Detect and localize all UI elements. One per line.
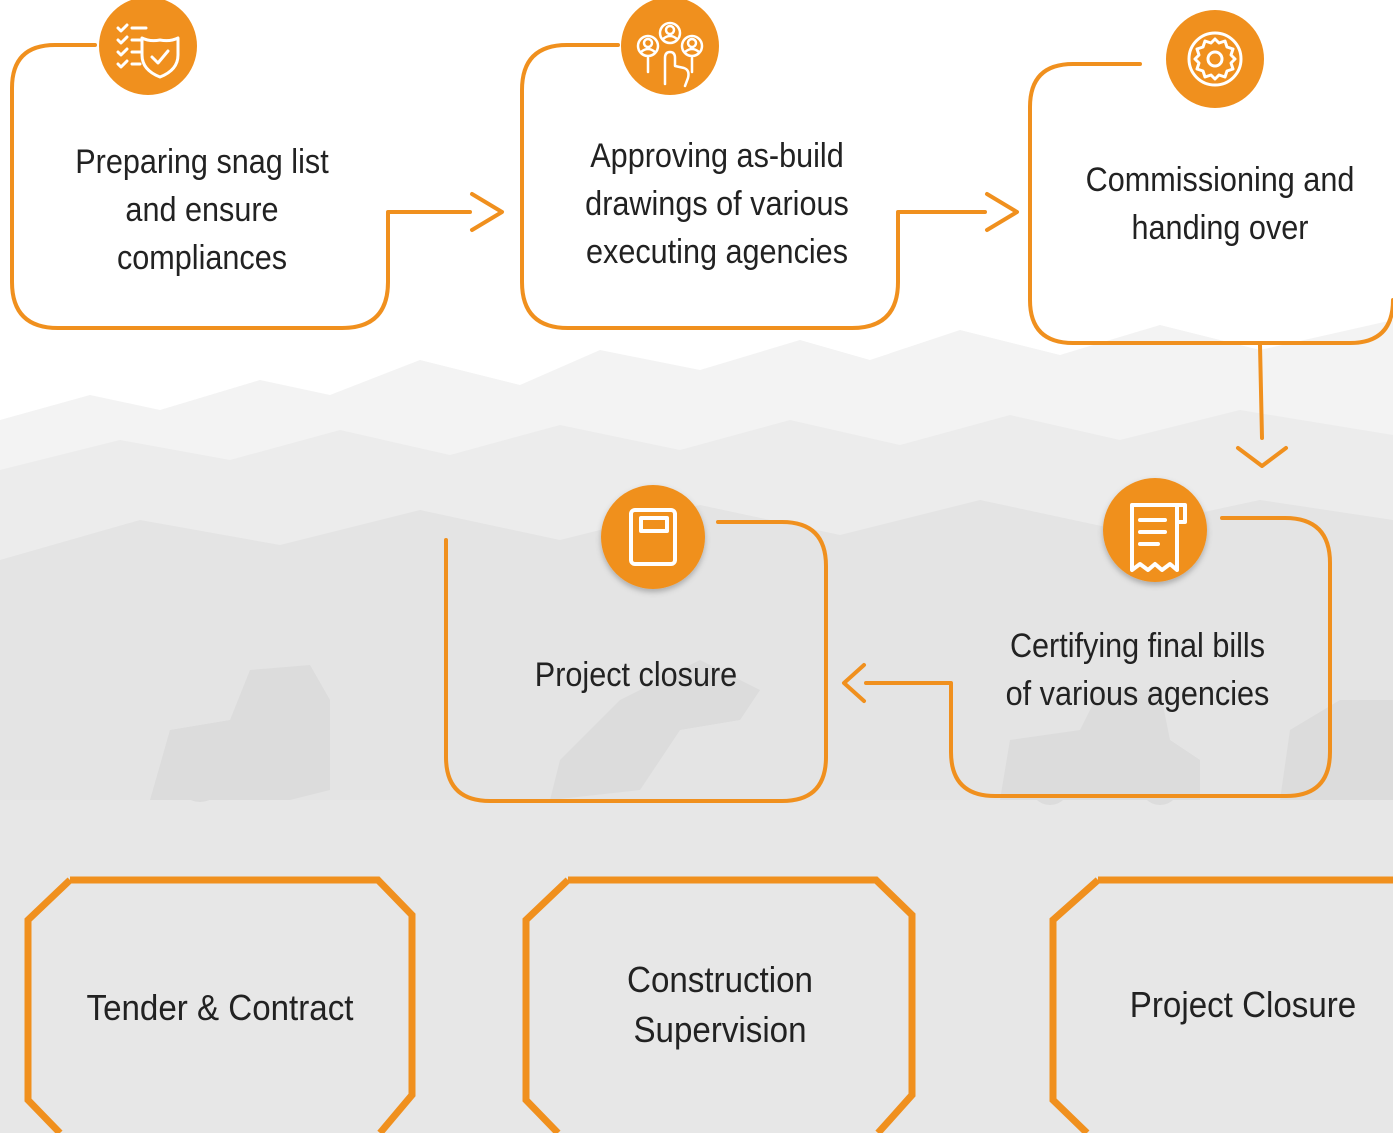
step-2-label: Approving as-build drawings of various e… <box>585 137 849 271</box>
step-3-label: Commissioning and handing over <box>1085 161 1355 247</box>
phase-box-construction <box>522 876 916 1133</box>
step-1-box <box>10 43 472 330</box>
step-4-box <box>864 516 1332 798</box>
checklist-shield-icon <box>99 0 197 95</box>
step-5-box <box>444 520 828 803</box>
phase-label-construction: Construction Supervision <box>627 959 813 1050</box>
step-1-label: Preparing snag list and ensure complianc… <box>75 143 329 277</box>
receipt-icon <box>1103 478 1207 582</box>
step-2-box <box>520 43 987 330</box>
step-3-box <box>1028 62 1393 345</box>
gear-cycle-icon <box>1166 10 1264 108</box>
phase-label-closure: Project Closure <box>1129 984 1357 1025</box>
arrow-2 <box>985 192 1019 232</box>
arrow-1 <box>470 192 504 232</box>
step-5-label: Project closure <box>534 656 738 694</box>
book-icon <box>601 485 705 589</box>
people-touch-icon <box>621 0 719 95</box>
arrow-4 <box>842 663 866 703</box>
arrow-3 <box>1236 446 1288 468</box>
connector-down <box>1258 343 1264 440</box>
phase-box-tender <box>24 876 416 1133</box>
phase-label-tender: Tender & Contract <box>86 987 354 1028</box>
phase-box-closure <box>1049 876 1393 1133</box>
step-4-label: Certifying final bills of various agenci… <box>1005 627 1270 713</box>
